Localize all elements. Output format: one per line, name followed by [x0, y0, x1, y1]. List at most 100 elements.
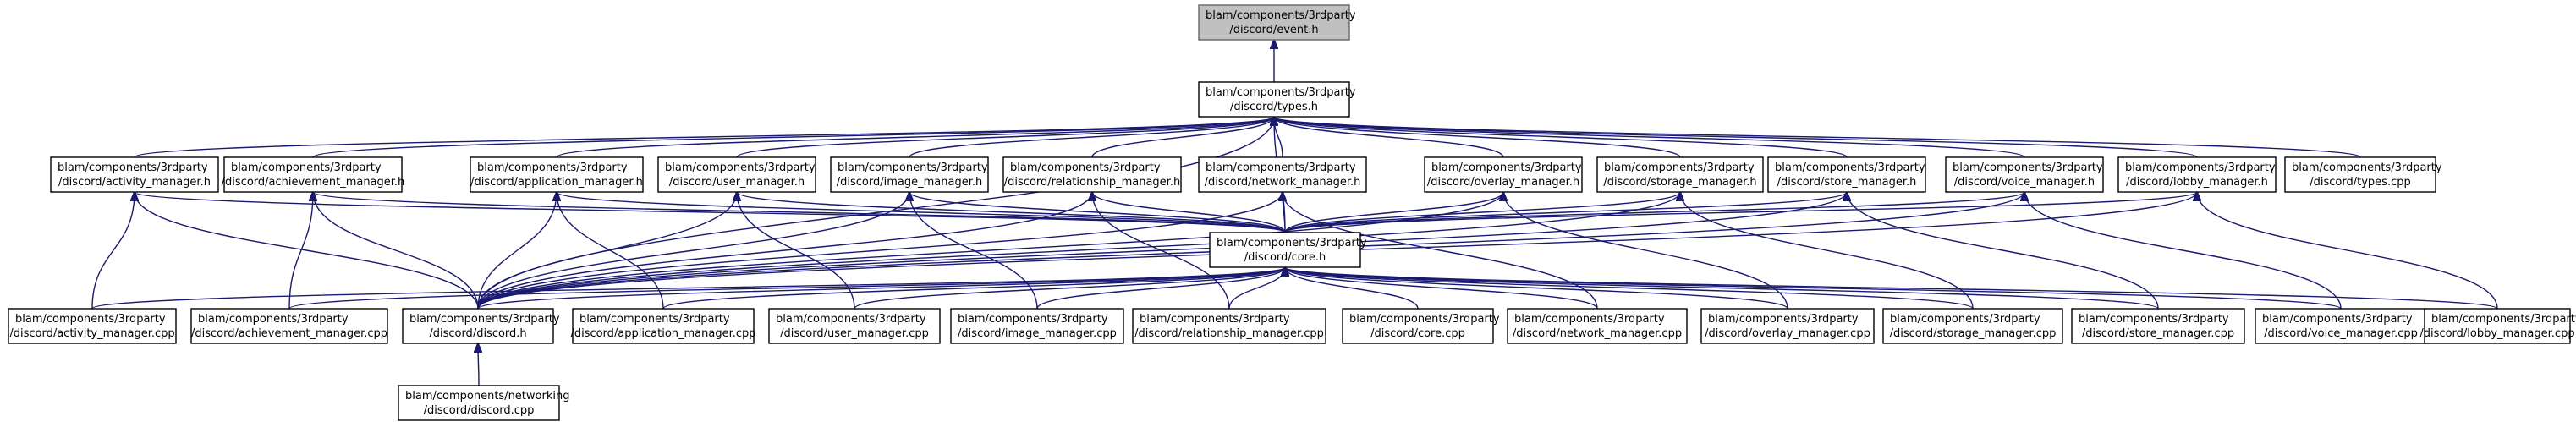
- node-label-line: /discord/relationship_manager.h: [1004, 176, 1180, 189]
- node-label-line: blam/components/3rdparty: [198, 313, 349, 326]
- edge-achievement_cpp-to-core_h: [288, 267, 1285, 310]
- edge-core_h-to-application_h: [557, 192, 1286, 233]
- edge-overlay_cpp-to-overlay_h: [1503, 192, 1788, 310]
- node-types-h[interactable]: blam/components/3rdparty/discord/types.h: [1198, 81, 1356, 118]
- node-label-line: blam/components/3rdparty: [776, 313, 926, 326]
- node-activity-cpp[interactable]: blam/components/3rdparty/discord/activit…: [8, 308, 177, 344]
- node-label-line: blam/components/3rdparty: [1775, 162, 1925, 174]
- node-label-line: blam/components/3rdparty: [1206, 9, 1356, 22]
- node-label-line: blam/components/3rdparty: [1206, 162, 1356, 174]
- edge-network_cpp-to-network_h: [1283, 192, 1598, 310]
- node-types-cpp[interactable]: blam/components/3rdparty/discord/types.c…: [2284, 156, 2442, 193]
- node-user-cpp[interactable]: blam/components/3rdparty/discord/user_ma…: [768, 308, 941, 344]
- node-core-cpp[interactable]: blam/components/3rdparty/discord/core.cp…: [1342, 308, 1500, 344]
- node-network-h[interactable]: blam/components/3rdparty/discord/network…: [1198, 156, 1367, 193]
- node-network-cpp[interactable]: blam/components/3rdparty/discord/network…: [1507, 308, 1688, 344]
- node-label-line: blam/components/3rdparty: [1140, 313, 1290, 326]
- node-label-line: /discord/types.h: [1230, 101, 1318, 113]
- edge-discord_h-to-achievement_h: [313, 192, 479, 310]
- edge-store_cpp-to-store_h: [1847, 192, 2159, 310]
- node-label-line: blam/components/3rdparty: [58, 162, 208, 174]
- node-label-line: blam/components/3rdparty: [1514, 313, 1665, 326]
- node-activity-h[interactable]: blam/components/3rdparty/discord/activit…: [50, 156, 219, 193]
- node-user-h[interactable]: blam/components/3rdparty/discord/user_ma…: [657, 156, 816, 193]
- node-label-line: /discord/discord.h: [429, 327, 526, 340]
- edge-discord_h-to-user_h: [477, 192, 737, 310]
- node-label-line: /discord/core.h: [1244, 251, 1326, 264]
- node-label-line: /discord/achievement_manager.cpp: [191, 327, 387, 340]
- node-label-line: /discord/discord.cpp: [424, 404, 535, 417]
- edge-image_cpp-to-core_h: [1036, 267, 1285, 310]
- edge-discord_h-to-image_h: [477, 192, 909, 310]
- node-label-line: /discord/application_manager.h: [470, 176, 643, 189]
- node-overlay-cpp[interactable]: blam/components/3rdparty/discord/overlay…: [1700, 308, 1875, 344]
- edge-activity_h-to-types_h: [134, 117, 1274, 158]
- node-core-h[interactable]: blam/components/3rdparty/discord/core.h: [1209, 232, 1367, 268]
- node-storage-cpp[interactable]: blam/components/3rdparty/discord/storage…: [1882, 308, 2063, 344]
- edge-discord_h-to-storage_h: [477, 192, 1680, 310]
- node-image-cpp[interactable]: blam/components/3rdparty/discord/image_m…: [950, 308, 1124, 344]
- node-storage-h[interactable]: blam/components/3rdparty/discord/storage…: [1596, 156, 1764, 193]
- node-label-line: /discord/storage_manager.h: [1603, 176, 1756, 189]
- edge-application_h-to-types_h: [556, 117, 1274, 158]
- edge-lobby_cpp-to-lobby_h: [2197, 192, 2498, 310]
- node-event: blam/components/3rdparty/discord/event.h: [1198, 4, 1356, 41]
- node-lobby-cpp[interactable]: blam/components/3rdparty/discord/lobby_m…: [2419, 308, 2576, 344]
- edge-relationship_h-to-types_h: [1091, 117, 1274, 158]
- node-store-cpp[interactable]: blam/components/3rdparty/discord/store_m…: [2071, 308, 2245, 344]
- edge-discord_h-to-core_h: [477, 267, 1285, 310]
- edge-discord_h-to-store_h: [477, 192, 1847, 310]
- node-image-h[interactable]: blam/components/3rdparty/discord/image_m…: [830, 156, 989, 193]
- edge-achievement_cpp-to-achievement_h: [288, 192, 313, 310]
- edge-user_h-to-types_h: [736, 117, 1274, 158]
- node-label-line: blam/components/networking: [405, 390, 569, 403]
- edge-achievement_h-to-types_h: [312, 117, 1274, 158]
- node-label-line: /discord/activity_manager.cpp: [9, 327, 174, 340]
- node-achievement-cpp[interactable]: blam/components/3rdparty/discord/achieve…: [190, 308, 388, 344]
- node-voice-h[interactable]: blam/components/3rdparty/discord/voice_m…: [1945, 156, 2104, 193]
- edge-user_cpp-to-core_h: [854, 267, 1285, 310]
- edge-discord_h-to-relationship_h: [477, 192, 1092, 310]
- node-voice-cpp[interactable]: blam/components/3rdparty/discord/voice_m…: [2255, 308, 2427, 344]
- node-label-line: blam/components/3rdparty: [1010, 162, 1161, 174]
- edge-discord_h-to-application_h: [477, 192, 557, 310]
- node-achievement-h[interactable]: blam/components/3rdparty/discord/achieve…: [222, 156, 405, 193]
- node-label-line: /discord/lobby_manager.h: [2126, 176, 2268, 189]
- node-label-line: blam/components/3rdparty: [1217, 237, 1367, 249]
- edge-image_h-to-types_h: [909, 117, 1274, 158]
- edge-storage_cpp-to-storage_h: [1680, 192, 1974, 310]
- edge-core_h-to-relationship_h: [1092, 192, 1286, 233]
- edge-core_h-to-lobby_h: [1284, 192, 2197, 233]
- node-label-line: /discord/application_manager.cpp: [570, 327, 755, 340]
- node-application-cpp[interactable]: blam/components/3rdparty/discord/applica…: [570, 308, 756, 344]
- node-label-line: blam/components/3rdparty: [579, 313, 730, 326]
- node-label-line: blam/components/3rdparty: [231, 162, 382, 174]
- node-label-line: /discord/lobby_manager.cpp: [2419, 327, 2574, 340]
- edge-core_h-to-activity_h: [135, 192, 1286, 233]
- node-label-line: /discord/core.cpp: [1370, 327, 1465, 340]
- edge-overlay_cpp-to-core_h: [1285, 267, 1788, 310]
- node-label-line: /discord/storage_manager.cpp: [1890, 327, 2057, 340]
- node-application-h[interactable]: blam/components/3rdparty/discord/applica…: [470, 156, 644, 193]
- edge-core_h-to-achievement_h: [313, 192, 1286, 233]
- edge-store_h-to-types_h: [1274, 117, 1848, 158]
- node-label-line: blam/components/3rdparty: [958, 313, 1108, 326]
- node-overlay-h[interactable]: blam/components/3rdparty/discord/overlay…: [1424, 156, 1583, 193]
- node-label-line: /discord/overlay_manager.cpp: [1705, 327, 1870, 340]
- node-store-h[interactable]: blam/components/3rdparty/discord/store_m…: [1767, 156, 1926, 193]
- edge-storage_cpp-to-core_h: [1285, 267, 1974, 310]
- node-lobby-h[interactable]: blam/components/3rdparty/discord/lobby_m…: [2117, 156, 2277, 193]
- node-discord-h[interactable]: blam/components/3rdparty/discord/discord…: [402, 308, 560, 344]
- node-label-line: blam/components/3rdparty: [2431, 313, 2576, 326]
- node-discord-cpp[interactable]: blam/components/networking/discord/disco…: [398, 385, 569, 421]
- edge-discord_h-to-overlay_h: [477, 192, 1503, 310]
- node-label-line: /discord/overlay_manager.h: [1427, 176, 1579, 189]
- node-label-line: /discord/user_manager.h: [669, 176, 805, 189]
- node-layer: blam/components/3rdparty/discord/event.h…: [8, 4, 2576, 421]
- node-relationship-h[interactable]: blam/components/3rdparty/discord/relatio…: [1002, 156, 1182, 193]
- edge-layer: [91, 40, 2498, 386]
- node-label-line: blam/components/3rdparty: [15, 313, 166, 326]
- node-relationship-cpp[interactable]: blam/components/3rdparty/discord/relatio…: [1132, 308, 1326, 344]
- edge-discord_h-to-activity_h: [135, 192, 479, 310]
